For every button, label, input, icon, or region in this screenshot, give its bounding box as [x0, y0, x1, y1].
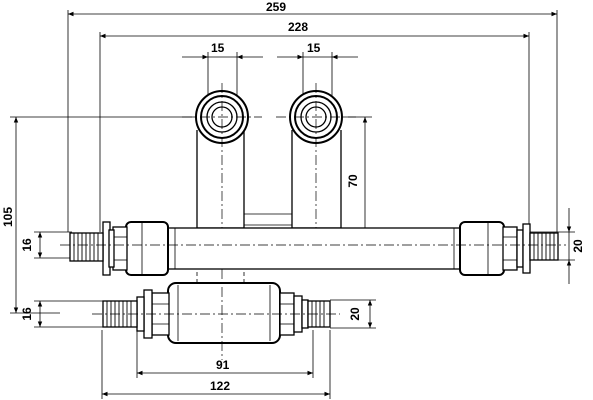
dim-overall-width: 259	[67, 0, 558, 232]
dim-top-left-pipe: 16	[20, 231, 72, 259]
dim-body-width: 228	[99, 20, 530, 232]
outlet-fitting-right	[289, 90, 343, 144]
dim-overall-width-label: 259	[266, 0, 286, 14]
top-manifold	[69, 221, 559, 276]
dim-bottom-right-pipe: 20	[330, 299, 376, 329]
dim-outlet-height: 70	[345, 116, 372, 241]
dim-outlet-left-label: 15	[211, 41, 225, 55]
dim-bottom-right-pipe-label: 20	[348, 307, 362, 321]
riser-arms	[196, 130, 342, 283]
dim-bottom-left-pipe: 16	[20, 300, 104, 328]
dim-bottom-left-pipe-label: 16	[20, 307, 34, 321]
thread-top-right	[533, 233, 555, 260]
dim-body-width-label: 228	[288, 20, 308, 34]
dim-bottom-body: 91	[136, 330, 314, 378]
dim-top-right-pipe-label: 20	[571, 239, 585, 253]
dim-outlet-left: 15	[182, 41, 263, 96]
dim-outlet-height-label: 70	[346, 174, 360, 188]
dim-total-height-label: 105	[1, 207, 15, 227]
thread-top-left	[73, 233, 99, 261]
dim-top-left-pipe-label: 16	[20, 238, 34, 252]
center-lines	[60, 83, 566, 360]
dim-total-height: 105	[1, 116, 200, 314]
dim-bottom-overall-label: 122	[210, 379, 230, 393]
dim-bottom-overall: 122	[101, 330, 331, 399]
dim-outlet-right: 15	[277, 41, 358, 96]
dim-outlet-right-label: 15	[307, 41, 321, 55]
dim-bottom-body-label: 91	[216, 358, 230, 372]
